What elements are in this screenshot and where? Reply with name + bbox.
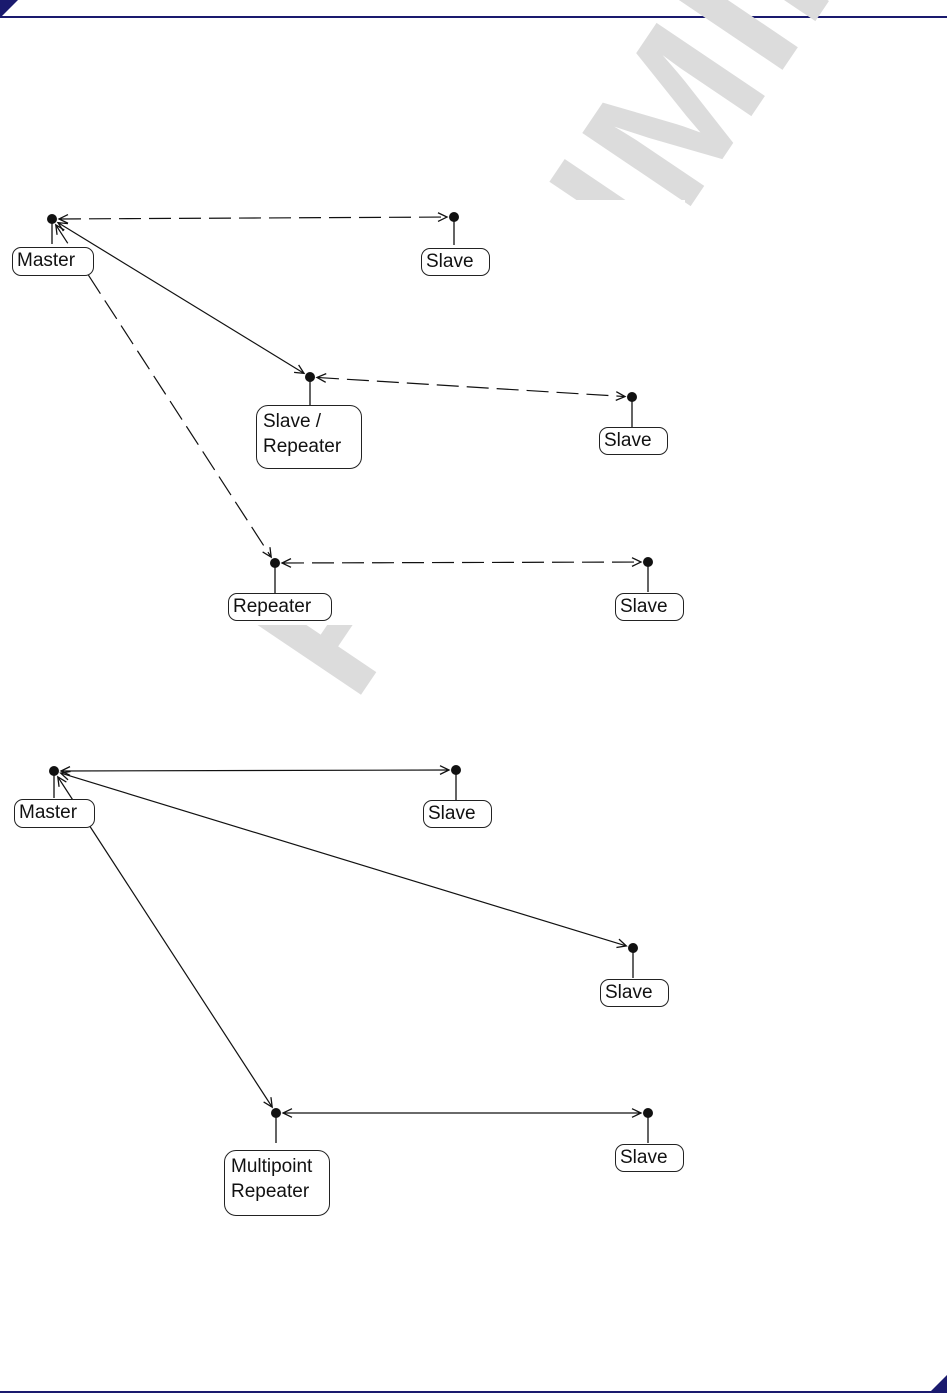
repeater-network-slave-2-label-line: Slave — [604, 428, 663, 453]
repeater-network-master-antenna-dot — [47, 214, 57, 224]
multipoint-network-arrow-master-multipoint-repeater-start — [58, 777, 67, 787]
repeater-network-link-repeater-slave-3 — [282, 562, 641, 563]
repeater-network-slave-3-label: Slave — [615, 593, 684, 621]
multipoint-network-slave-1-antenna-dot — [451, 765, 461, 775]
multipoint-network-master-label-line: Master — [19, 800, 90, 825]
repeater-network-arrow-master-slave-repeater-end — [294, 365, 304, 373]
repeater-network-slave-repeater-label-line: Slave / — [263, 409, 355, 434]
repeater-network-arrow-master-repeater-end — [263, 547, 272, 557]
repeater-network-repeater-antenna-dot — [270, 558, 280, 568]
multipoint-network-slave-3-label-line: Slave — [620, 1145, 679, 1170]
multipoint-network-multipoint-repeater-antenna-dot — [271, 1108, 281, 1118]
multipoint-network-slave-2-label-line: Slave — [605, 980, 664, 1005]
multipoint-network-slave-3-antenna-dot — [643, 1108, 653, 1118]
multipoint-network-link-master-slave-2 — [61, 773, 627, 946]
repeater-network-repeater-label-line: Repeater — [233, 594, 327, 619]
multipoint-network-master-antenna-dot — [49, 766, 59, 776]
repeater-network-slave-3-antenna-dot — [643, 557, 653, 567]
repeater-network-slave-repeater-antenna-dot — [305, 372, 315, 382]
multipoint-network-slave-2-label: Slave — [600, 979, 669, 1007]
repeater-network-link-slave-repeater-slave-2 — [317, 377, 625, 396]
repeater-network-link-master-slave-1 — [59, 217, 447, 219]
repeater-network-slave-2-label: Slave — [599, 427, 668, 455]
repeater-network-slave-repeater-label-line: Repeater — [263, 434, 355, 459]
multipoint-network-arrow-master-multipoint-repeater-end — [264, 1097, 273, 1107]
repeater-network-slave-3-label-line: Slave — [620, 594, 679, 619]
multipoint-network-slave-1-label-line: Slave — [428, 801, 487, 826]
repeater-network-slave-1-label-line: Slave — [426, 249, 485, 274]
repeater-network-link-master-slave-repeater — [58, 223, 304, 374]
multipoint-network-slave-3-label: Slave — [615, 1144, 684, 1172]
repeater-network-slave-repeater-label: Slave /Repeater — [256, 405, 362, 469]
multipoint-network-master-label: Master — [14, 799, 95, 828]
multipoint-network-slave-2-antenna-dot — [628, 943, 638, 953]
repeater-network-repeater-label: Repeater — [228, 593, 332, 621]
repeater-network-slave-1-label: Slave — [421, 248, 490, 276]
repeater-network-slave-2-antenna-dot — [627, 392, 637, 402]
footer-corner-mark — [931, 1375, 947, 1391]
multipoint-network-link-master-slave-1 — [61, 770, 449, 771]
repeater-network-master-label: Master — [12, 247, 94, 276]
repeater-network-master-label-line: Master — [17, 248, 89, 273]
footer-rule — [0, 1391, 947, 1393]
multipoint-network-multipoint-repeater-label-line: Repeater — [231, 1179, 323, 1204]
repeater-network-slave-1-antenna-dot — [449, 212, 459, 222]
multipoint-network-slave-1-label: Slave — [423, 800, 492, 828]
multipoint-network-multipoint-repeater-label-line: Multipoint — [231, 1154, 323, 1179]
